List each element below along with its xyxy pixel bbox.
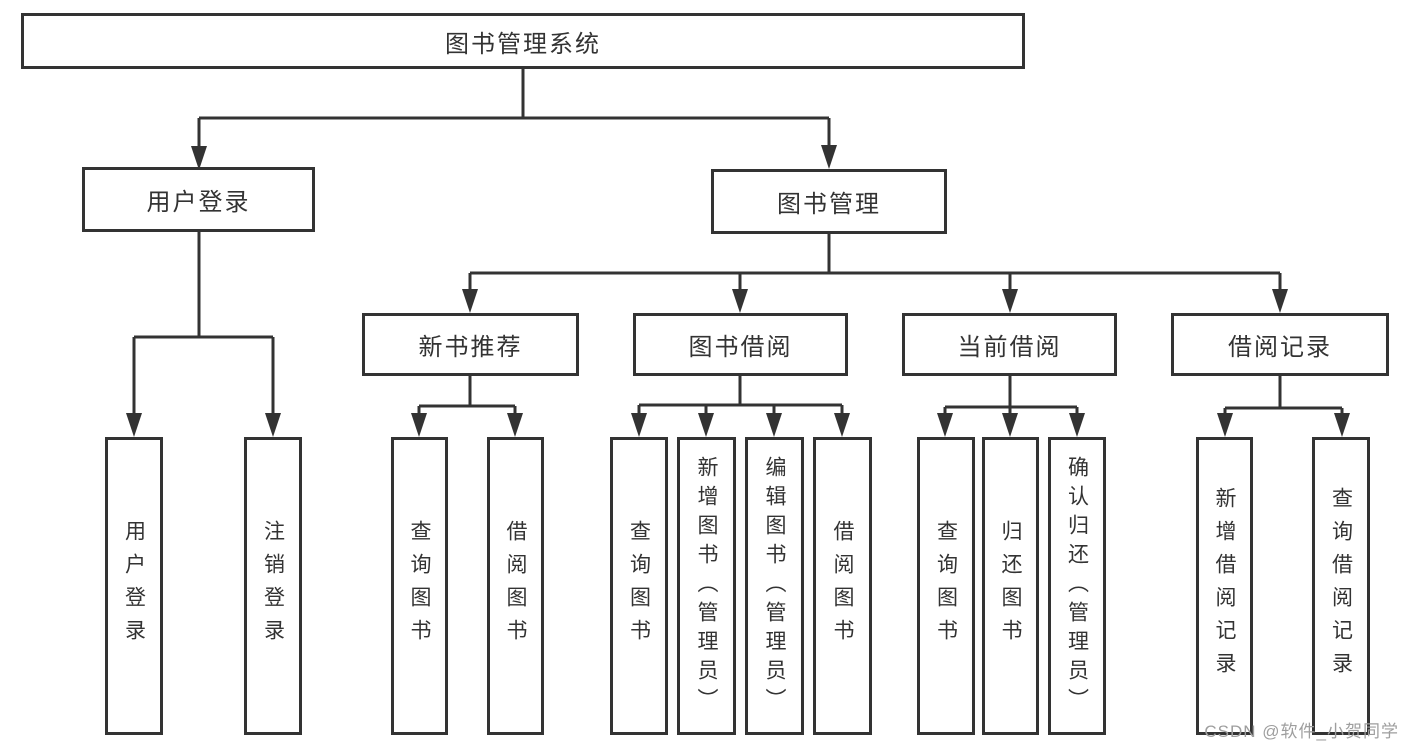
node-leaf-logout: 注销登录 [244,437,302,735]
leaf-label: 用户登录 [122,520,146,652]
node-leaf-borrow-books-2: 借阅图书 [813,437,872,735]
node-leaf-borrow-books-1: 借阅图书 [487,437,544,735]
leaf-label: 注销登录 [261,520,285,652]
node-leaf-add-books-admin: 新增图书（管理员） [677,437,736,735]
connector-book-mgmt-to-modules [462,234,1288,313]
leaf-label: 编辑图书（管理员） [763,455,786,717]
leaf-label: 新增图书（管理员） [695,455,718,717]
leaf-label: 确认归还（管理员） [1065,455,1089,717]
node-module-borrow-records: 借阅记录 [1171,313,1389,376]
leaf-label: 新增借阅记录 [1213,487,1236,685]
connector-new-book-rec-to-leaves [411,376,523,437]
node-leaf-edit-books-admin: 编辑图书（管理员） [745,437,804,735]
leaf-label: 查询借阅记录 [1329,487,1353,685]
leaf-label: 查询图书 [627,520,651,652]
connector-root-to-branches [191,69,837,170]
node-leaf-query-books-1: 查询图书 [391,437,448,735]
node-module-book-borrow: 图书借阅 [633,313,848,376]
node-leaf-return-books: 归还图书 [982,437,1039,735]
leaf-label: 借阅图书 [831,520,854,652]
node-leaf-query-books-2: 查询图书 [610,437,668,735]
node-branch-user-login: 用户登录 [82,167,315,232]
leaf-label: 查询图书 [408,520,431,652]
node-leaf-query-borrow-record: 查询借阅记录 [1312,437,1370,735]
leaf-label: 查询图书 [934,520,958,652]
connector-user-login-to-leaves [126,232,281,437]
node-leaf-query-books-3: 查询图书 [917,437,975,735]
leaf-label: 借阅图书 [504,520,527,652]
node-leaf-confirm-return-admin: 确认归还（管理员） [1048,437,1106,735]
leaf-label: 归还图书 [999,520,1022,652]
node-root-system: 图书管理系统 [21,13,1025,69]
connector-borrow-records-to-leaves [1217,376,1350,437]
csdn-watermark: CSDN @软件_小贺同学 [1204,722,1399,741]
node-module-current-borrow: 当前借阅 [902,313,1117,376]
node-leaf-user-login: 用户登录 [105,437,163,735]
node-branch-book-management: 图书管理 [711,169,947,234]
node-module-new-book-recommend: 新书推荐 [362,313,579,376]
node-leaf-add-borrow-record: 新增借阅记录 [1196,437,1253,735]
connector-current-borrow-to-leaves [937,376,1085,437]
connector-book-borrow-to-leaves [631,376,850,437]
